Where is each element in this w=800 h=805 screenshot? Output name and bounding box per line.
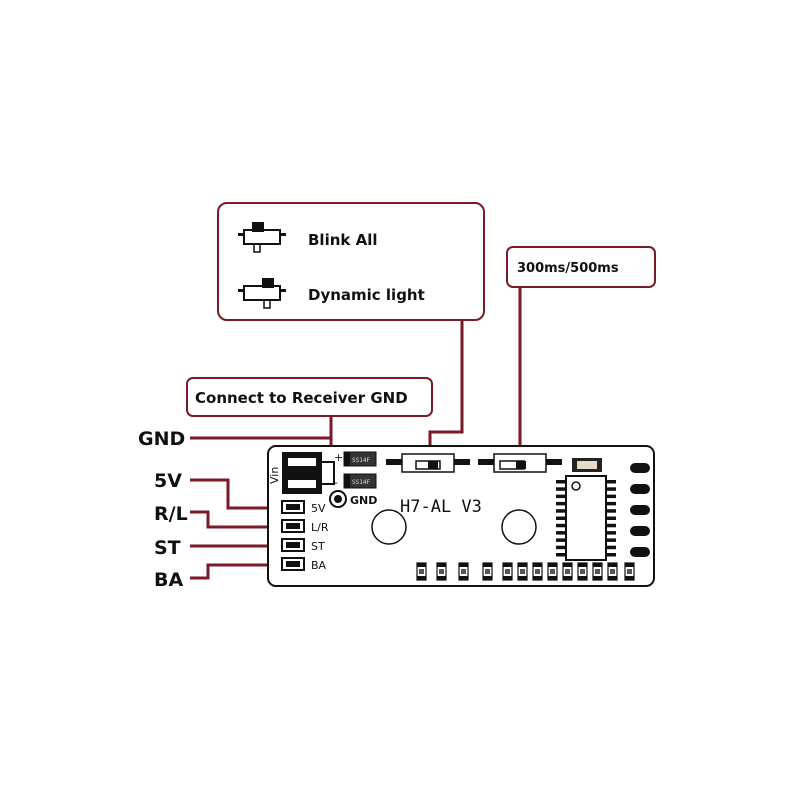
gnd-hole-label: GND <box>350 494 377 507</box>
smd-part <box>624 562 635 581</box>
timing-switch <box>478 453 562 473</box>
smd-part <box>416 562 427 581</box>
gnd-callout-text: Connect to Receiver GND <box>195 389 408 407</box>
diode-bottom-marking: SS14F <box>352 479 370 486</box>
chip-pin <box>556 509 566 513</box>
wire-mode <box>428 320 464 460</box>
edge-pad <box>630 463 650 473</box>
smd-part <box>562 562 573 581</box>
diode-top-marking: SS14F <box>352 457 370 464</box>
chip-pin <box>606 494 616 499</box>
board-model: H7-AL V3 <box>400 497 482 517</box>
smd-part <box>607 562 618 581</box>
chip-pin <box>606 531 616 535</box>
crystal <box>572 458 602 472</box>
minus-label: - <box>334 476 338 489</box>
pin-label-5v: 5V <box>311 502 326 515</box>
edge-pad <box>630 526 650 536</box>
chip-pin <box>606 487 616 491</box>
ic-chip <box>556 475 616 561</box>
smd-part <box>517 562 528 581</box>
wire-label-st: ST <box>154 537 181 559</box>
smd-part <box>577 562 588 581</box>
chip-pin <box>556 545 566 550</box>
chip-pin <box>606 545 616 550</box>
chip-pin <box>606 480 616 484</box>
chip-pin <box>606 553 616 557</box>
chip-pin <box>556 480 566 484</box>
timing-callout: 300ms/500ms <box>506 246 656 288</box>
chip-pin <box>556 487 566 491</box>
chip-pin <box>556 501 566 506</box>
smd-part <box>592 562 603 581</box>
mode-switch-callout: Blink All Dynamic light <box>217 202 485 321</box>
wires <box>190 287 522 580</box>
chip-pin <box>556 494 566 499</box>
chip-pin <box>556 516 566 520</box>
wire-rl <box>190 510 282 529</box>
chip-pin <box>606 501 616 506</box>
timing-text: 300ms/500ms <box>517 261 619 276</box>
chip-pin <box>606 523 616 528</box>
diode-top: SS14F <box>343 451 377 467</box>
edge-pad <box>630 484 650 494</box>
pin-pads <box>281 500 305 571</box>
plus-label: + <box>334 451 343 464</box>
pin-label-st: ST <box>311 540 325 553</box>
chip-pin <box>556 523 566 528</box>
wire-label-rl: R/L <box>154 503 188 525</box>
gnd-callout: Connect to Receiver GND <box>186 377 433 417</box>
mode-line1: Blink All <box>308 231 378 249</box>
smd-part <box>502 562 513 581</box>
smd-part <box>532 562 543 581</box>
pcb-board: Vin + - SS14F SS14F GND <box>267 445 655 587</box>
smd-part <box>458 562 469 581</box>
wire-label-gnd: GND <box>138 428 185 450</box>
diode-bottom: SS14F <box>343 473 377 489</box>
smd-part <box>436 562 447 581</box>
gnd-hole: GND <box>329 490 377 508</box>
chip-pin <box>606 516 616 520</box>
slide-switch-left-icon <box>238 222 286 253</box>
pin-label-ba: BA <box>311 559 327 572</box>
mounting-hole-left <box>371 509 407 545</box>
chip-pin <box>606 509 616 513</box>
mode-switch <box>386 453 470 473</box>
mode-line2: Dynamic light <box>308 286 425 304</box>
wire-label-5v: 5V <box>154 470 182 492</box>
wire-ba <box>190 563 282 580</box>
smd-part <box>547 562 558 581</box>
smd-part <box>482 562 493 581</box>
wire-5v <box>190 478 282 510</box>
mounting-hole-right <box>501 509 537 545</box>
edge-pad <box>630 547 650 557</box>
power-connector: Vin <box>268 452 335 494</box>
slide-switch-right-icon <box>238 278 286 309</box>
wire-label-ba: BA <box>154 569 183 591</box>
vin-label: Vin <box>268 467 281 484</box>
chip-pin <box>556 531 566 535</box>
chip-pin <box>556 553 566 557</box>
edge-pad <box>630 505 650 515</box>
chip-pin <box>556 538 566 542</box>
chip-pin <box>606 538 616 542</box>
smd-components <box>416 562 635 581</box>
pin-label-lr: L/R <box>311 521 329 534</box>
wire-labels: GND 5V R/L ST BA <box>138 428 188 591</box>
right-edge-pads <box>630 463 650 557</box>
